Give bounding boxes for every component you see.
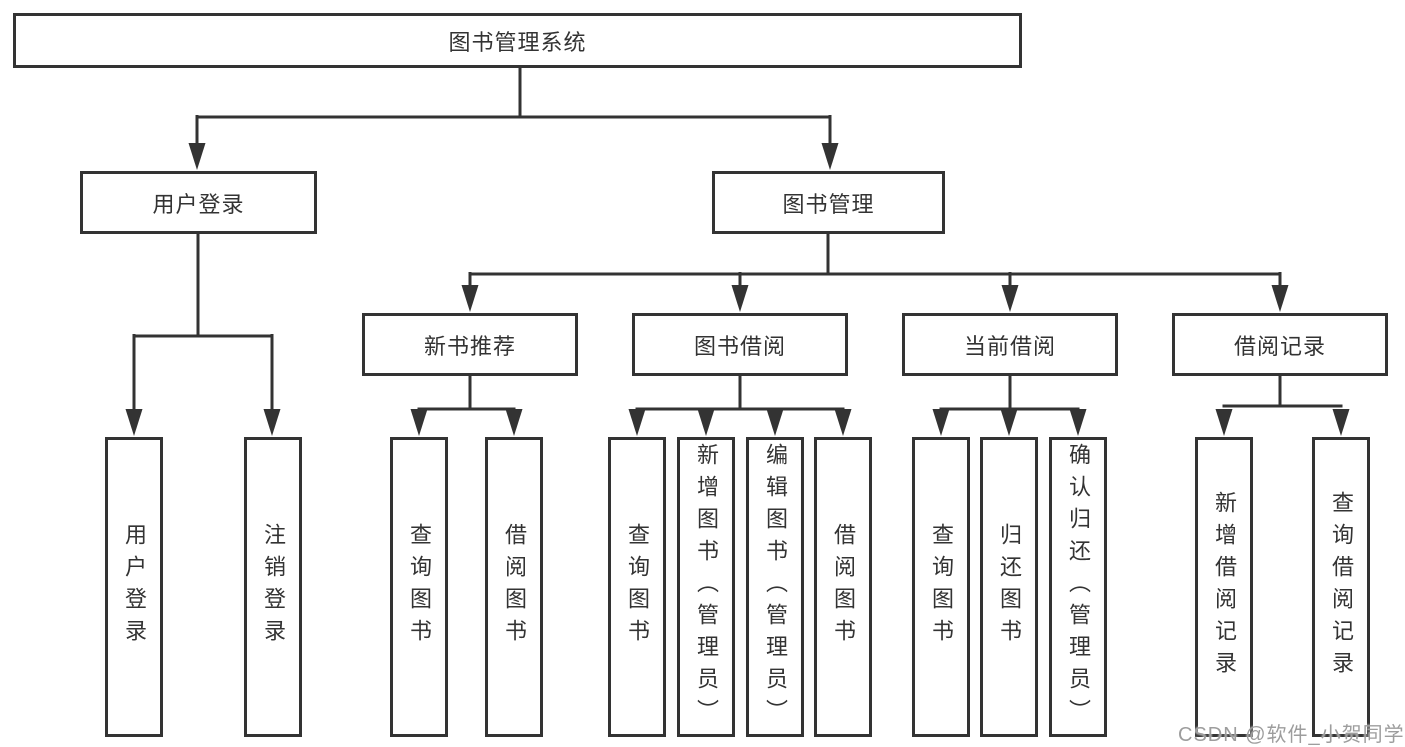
node-library-management-system: 图书管理系统 bbox=[13, 13, 1022, 68]
node-label: 图书借阅 bbox=[693, 333, 786, 359]
leaf-label: 新增借阅记录 bbox=[1212, 491, 1237, 683]
leaf-label: 确认归还（管理员） bbox=[1066, 443, 1091, 731]
leaf-logout: 注销登录 bbox=[244, 437, 302, 737]
leaf-query-books-recommend: 查询图书 bbox=[390, 437, 448, 737]
leaf-query-books-borrowing: 查询图书 bbox=[608, 437, 666, 737]
node-borrowing-records: 借阅记录 bbox=[1172, 313, 1388, 376]
node-book-borrowing: 图书借阅 bbox=[632, 313, 848, 376]
leaf-label: 查询借阅记录 bbox=[1329, 491, 1354, 683]
node-user-login: 用户登录 bbox=[80, 171, 317, 234]
leaf-label: 查询图书 bbox=[929, 523, 954, 651]
leaf-label: 查询图书 bbox=[407, 523, 432, 651]
node-label: 图书管理 bbox=[782, 191, 875, 217]
leaf-label: 新增图书（管理员） bbox=[694, 443, 719, 731]
node-label: 当前借阅 bbox=[963, 333, 1056, 359]
leaf-label: 用户登录 bbox=[122, 523, 147, 651]
leaf-label: 编辑图书（管理员） bbox=[763, 443, 788, 731]
leaf-return-books: 归还图书 bbox=[980, 437, 1038, 737]
leaf-label: 注销登录 bbox=[261, 523, 286, 651]
node-book-management: 图书管理 bbox=[712, 171, 945, 234]
leaf-label: 借阅图书 bbox=[502, 523, 527, 651]
leaf-query-books-current: 查询图书 bbox=[912, 437, 970, 737]
node-current-borrowing: 当前借阅 bbox=[902, 313, 1118, 376]
node-new-book-recommendation: 新书推荐 bbox=[362, 313, 578, 376]
node-label: 用户登录 bbox=[152, 191, 245, 217]
leaf-add-borrow-record: 新增借阅记录 bbox=[1195, 437, 1253, 737]
leaf-label: 归还图书 bbox=[997, 523, 1022, 651]
leaf-add-books-admin: 新增图书（管理员） bbox=[677, 437, 735, 737]
leaf-query-borrow-record: 查询借阅记录 bbox=[1312, 437, 1370, 737]
leaf-confirm-return-admin: 确认归还（管理员） bbox=[1049, 437, 1107, 737]
leaf-label: 借阅图书 bbox=[831, 523, 856, 651]
leaf-edit-books-admin: 编辑图书（管理员） bbox=[746, 437, 804, 737]
node-label: 新书推荐 bbox=[423, 333, 516, 359]
leaf-borrow-books: 借阅图书 bbox=[814, 437, 872, 737]
node-label: 图书管理系统 bbox=[448, 29, 587, 55]
leaf-label: 查询图书 bbox=[625, 523, 650, 651]
node-label: 借阅记录 bbox=[1233, 333, 1326, 359]
leaf-user-login: 用户登录 bbox=[105, 437, 163, 737]
leaf-borrow-books-recommend: 借阅图书 bbox=[485, 437, 543, 737]
csdn-watermark: CSDN @软件_小贺同学 bbox=[1178, 724, 1405, 746]
